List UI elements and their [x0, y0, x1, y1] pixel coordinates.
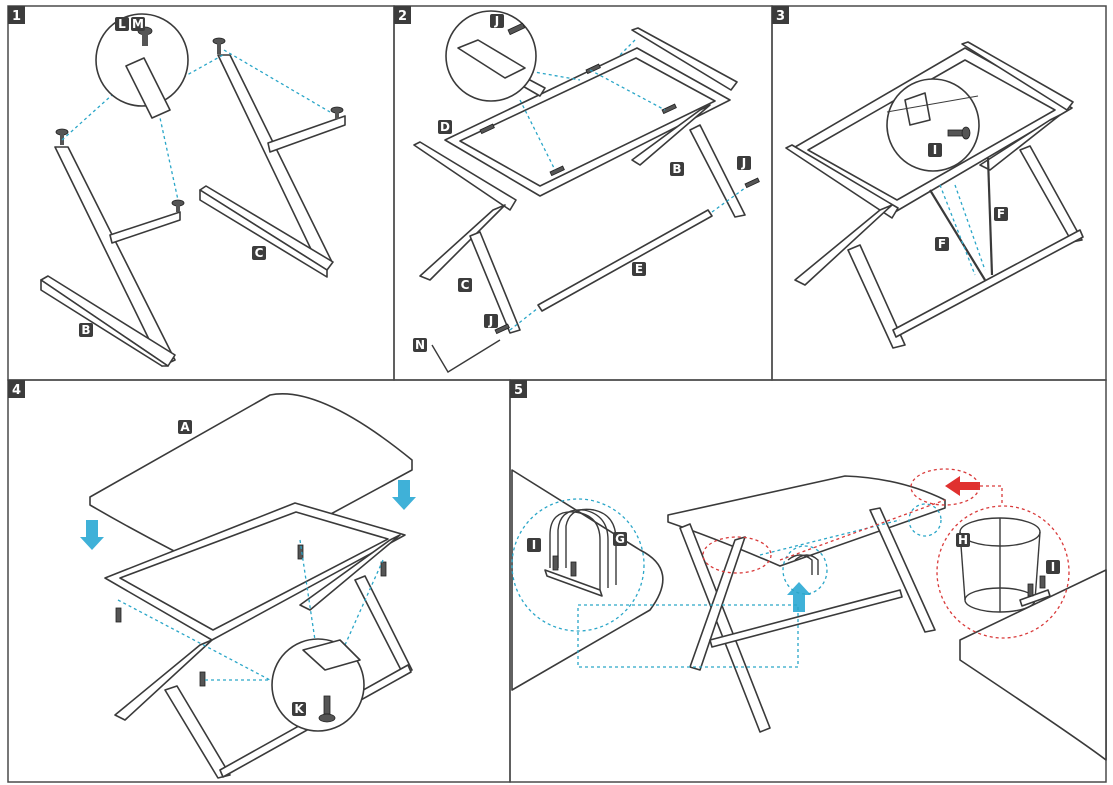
svg-text:B: B [81, 323, 90, 337]
cable-organizer-icon [544, 508, 617, 597]
cup-holder-icon [959, 517, 1051, 613]
part-label-K: K [292, 702, 306, 716]
left-arrow-icon [945, 476, 980, 496]
step-number-2: 2 [398, 9, 407, 24]
svg-text:D: D [440, 120, 450, 134]
svg-text:A: A [180, 420, 190, 434]
part-label-G: G [613, 532, 627, 546]
step-badge-3: 3 [772, 6, 789, 24]
allen-key-icon [431, 339, 501, 373]
svg-text:H: H [958, 533, 968, 547]
step-badge-1: 1 [8, 6, 25, 24]
svg-text:J: J [494, 14, 499, 28]
part-label-E: E [632, 262, 646, 276]
svg-text:K: K [294, 702, 304, 716]
svg-text:I: I [1051, 560, 1055, 574]
step-2-illustration: J D B J E C J N [413, 10, 760, 373]
svg-text:M: M [132, 17, 144, 31]
headphone-hook-icon [787, 554, 819, 575]
part-label-D: D [438, 120, 452, 134]
svg-text:J: J [488, 314, 493, 328]
svg-text:C: C [461, 278, 470, 292]
part-label-B: B [79, 323, 93, 337]
part-label-I: I [928, 143, 942, 157]
svg-text:C: C [255, 246, 264, 260]
step-number-5: 5 [514, 383, 523, 398]
step-badge-4: 4 [8, 380, 25, 398]
step-number-1: 1 [12, 9, 21, 24]
panel-frames [7, 5, 1107, 783]
step-number-4: 4 [12, 383, 21, 398]
part-label-M: M [131, 17, 145, 31]
svg-text:I: I [532, 538, 536, 552]
part-label-B-2: B [670, 162, 684, 176]
part-label-C: C [252, 246, 266, 260]
part-label-C-2: C [458, 278, 472, 292]
part-label-F-left: F [935, 237, 949, 251]
part-label-J-bottom: J [484, 314, 498, 328]
part-label-N: N [413, 338, 427, 352]
svg-text:F: F [938, 237, 946, 251]
svg-text:G: G [615, 532, 625, 546]
svg-text:E: E [635, 262, 643, 276]
svg-text:F: F [997, 207, 1005, 221]
part-label-H: H [956, 533, 970, 547]
part-label-A: A [178, 420, 192, 434]
part-label-I-5a: I [527, 538, 541, 552]
svg-text:N: N [415, 338, 425, 352]
part-label-I-5b: I [1046, 560, 1060, 574]
part-label-F-right: F [994, 207, 1008, 221]
screw-icon [115, 544, 387, 687]
step-1-illustration: L M B C [40, 13, 346, 367]
up-arrow-icon [787, 582, 811, 612]
part-label-L: L [115, 17, 129, 31]
step-5-illustration: I G H I [511, 468, 1107, 761]
svg-text:J: J [741, 156, 746, 170]
step-4-illustration: A K [80, 393, 416, 779]
down-arrow-icon [80, 480, 416, 550]
step-number-3: 3 [776, 9, 785, 24]
svg-text:I: I [933, 143, 937, 157]
svg-text:L: L [118, 17, 126, 31]
svg-text:B: B [672, 162, 681, 176]
part-label-J-right: J [737, 156, 751, 170]
step-badge-5: 5 [510, 380, 527, 398]
part-label-J-top: J [490, 14, 504, 28]
step-3-illustration: I F F [785, 41, 1084, 349]
foot-cap-icon [55, 37, 344, 212]
step-badge-2: 2 [394, 6, 411, 24]
